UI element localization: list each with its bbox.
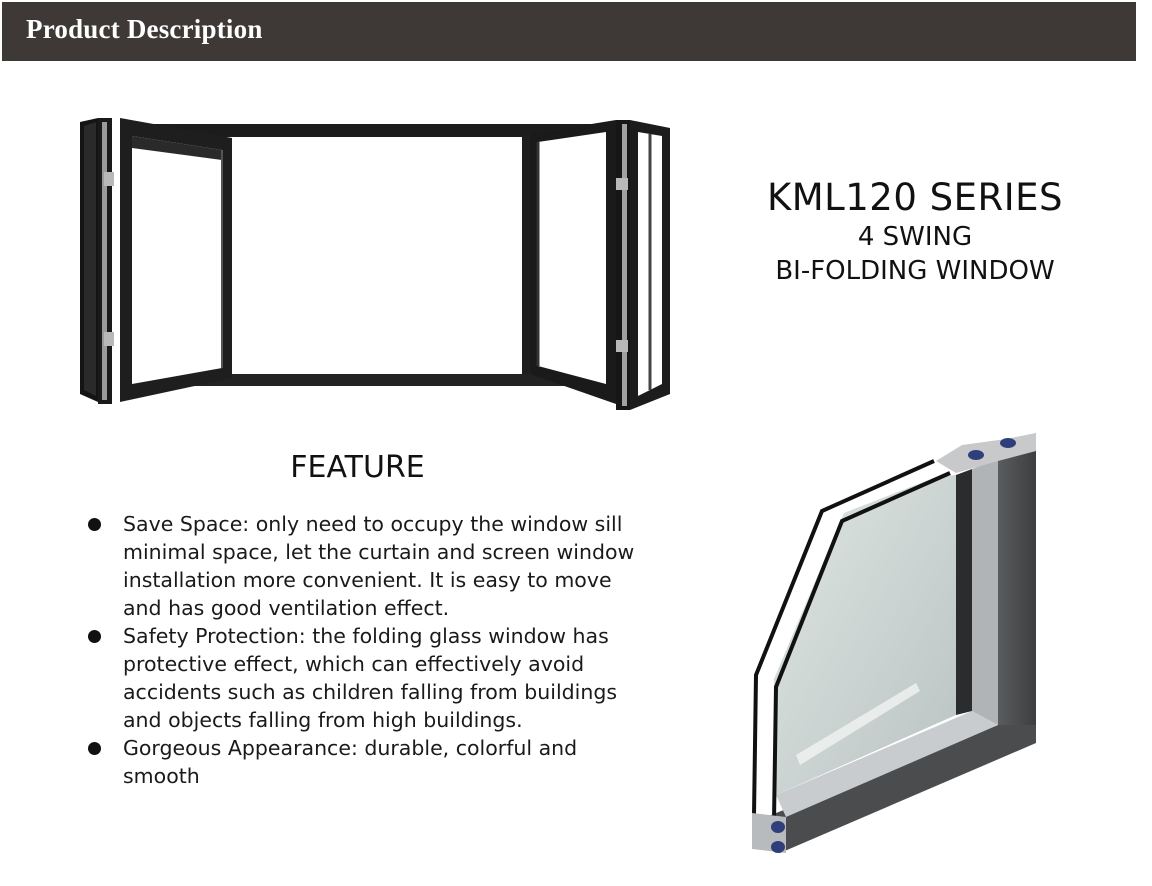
feature-heading: FEATURE <box>290 450 425 485</box>
series-subtitle-line1: 4 SWING <box>857 222 973 252</box>
series-name: KML120 SERIES <box>766 176 1064 219</box>
feature-text: Gorgeous Appearance: durable, colorful a… <box>123 736 578 788</box>
window-profile-cross-section-image <box>736 425 1056 857</box>
header-bar: Product Description <box>2 2 1136 61</box>
bullet-icon <box>88 630 101 643</box>
header-title: Product Description <box>26 14 263 44</box>
series-subtitle-line2: BI-FOLDING WINDOW <box>775 256 1055 286</box>
feature-list: Save Space: only need to occupy the wind… <box>84 510 644 790</box>
bullet-icon <box>88 742 101 755</box>
bullet-icon <box>88 518 101 531</box>
feature-item-gorgeous-appearance: Gorgeous Appearance: durable, colorful a… <box>84 734 644 790</box>
feature-text: Save Space: only need to occupy the wind… <box>123 512 635 620</box>
feature-text: Safety Protection: the folding glass win… <box>123 624 618 732</box>
feature-item-safety-protection: Safety Protection: the folding glass win… <box>84 622 644 734</box>
bi-folding-window-image <box>76 112 676 412</box>
feature-item-save-space: Save Space: only need to occupy the wind… <box>84 510 644 622</box>
product-title-block: KML120 SERIES 4 SWING BI-FOLDING WINDOW <box>740 176 1090 288</box>
